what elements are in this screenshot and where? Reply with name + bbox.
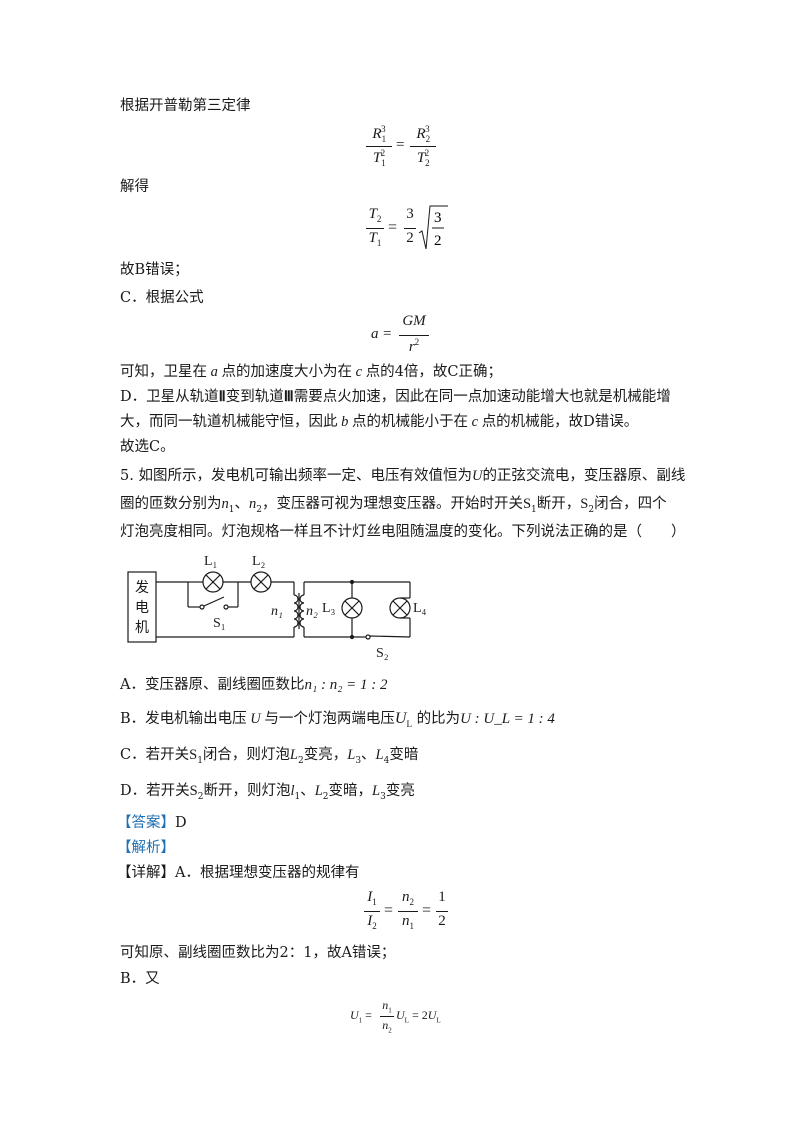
- text-q5-line1: 5. 如图所示，发电机可输出频率一定、电压有效值恒为U的正弦交流电，变压器原、副…: [120, 468, 686, 484]
- text-solve: 解得: [120, 179, 149, 195]
- text-c-conclusion: 可知，卫星在 a 点的加速度大小为在 c 点的4倍，故C正确；: [120, 364, 503, 380]
- generator-box: [127, 571, 157, 643]
- formula-kepler: R13 T12 = R23 T22: [366, 122, 466, 172]
- text-ratio-result: 可知原、副线圈匝数比为2：1，故A错误；: [120, 945, 396, 961]
- option-c: C．若开关S1闭合，则灯泡L2变亮，L3、L4变暗: [120, 747, 419, 766]
- generator-char-2: 电: [135, 600, 149, 616]
- analysis-line: 【解析】: [117, 838, 175, 858]
- answer-line: 【答案】D: [117, 813, 187, 833]
- text-b-wrong: 故B错误；: [120, 262, 189, 278]
- text-q5-line3: 灯泡亮度相同。灯泡规格一样且不计灯丝电阻随温度的变化。下列说法正确的是（ ）: [120, 524, 686, 540]
- label-l3: L₃: [322, 601, 336, 616]
- text-kepler: 根据开普勒第三定律: [120, 98, 251, 114]
- svg-text:2: 2: [434, 233, 442, 249]
- text-b-again: B．又: [120, 971, 160, 987]
- formula-voltage: U1 = n1 n2 UL = 2UL: [350, 998, 441, 1035]
- analysis-tag: 【解析】: [117, 840, 175, 856]
- s2-contact-left: [365, 634, 371, 640]
- label-n1: n₁: [271, 604, 283, 619]
- label-s1: S₁: [213, 616, 226, 631]
- text-c-formula: C．根据公式: [120, 290, 204, 306]
- answer-tag: 【答案】: [117, 815, 175, 831]
- label-l4: L₄: [413, 601, 427, 616]
- option-b: B．发电机输出电压 U 与一个灯泡两端电压UL 的比为U : U_L = 1 :…: [120, 710, 555, 729]
- circuit-diagram: 发 电 机 L₁ L₂ S₁ n₁ n₂ L₃ L₄ S₂: [127, 554, 427, 661]
- generator-char-1: 发: [135, 580, 149, 596]
- text-choose-c: 故选C。: [120, 439, 175, 455]
- detail-line: 【详解】A．根据理想变压器的规律有: [117, 865, 360, 881]
- option-d: D．若开关S2断开，则灯泡l1、L2变暗，L3变亮: [120, 783, 415, 802]
- secondary-coil: [299, 594, 305, 628]
- svg-text:3: 3: [434, 210, 442, 226]
- s1-contact-right: [223, 604, 229, 610]
- s1-contact-left: [199, 604, 205, 610]
- label-s2: S₂: [376, 646, 389, 661]
- label-l2: L₂: [252, 554, 266, 569]
- label-l1: L₁: [204, 554, 217, 569]
- generator-char-3: 机: [135, 620, 149, 636]
- formula-current-ratio: I1 I2 = n2 n1 = 1 2: [364, 887, 474, 937]
- text-d-line2: 大，而同一轨道机械能守恒，因此 b 点的机械能小于在 c 点的机械能，故D错误。: [120, 414, 639, 430]
- option-a: A．变压器原、副线圈匝数比n₁ : n₂ = 1 : 2: [120, 677, 388, 693]
- answer-value: D: [175, 815, 187, 831]
- text-q5-line2: 圈的匝数分别为n1、n2，变压器可视为理想变压器。开始时开关S1断开，S2闭合，…: [120, 496, 667, 515]
- detail-tag: 【详解】: [117, 865, 175, 881]
- label-n2: n₂: [306, 604, 318, 619]
- primary-coil: [293, 594, 299, 628]
- formula-period-ratio: T2 T1 = 3 2 3 2: [366, 203, 486, 255]
- formula-acceleration: a = GM r2: [371, 312, 441, 360]
- text-d-line1: D．卫星从轨道Ⅱ变到轨道Ⅲ需要点火加速，因此在同一点加速动能增大也就是机械能增: [120, 389, 671, 405]
